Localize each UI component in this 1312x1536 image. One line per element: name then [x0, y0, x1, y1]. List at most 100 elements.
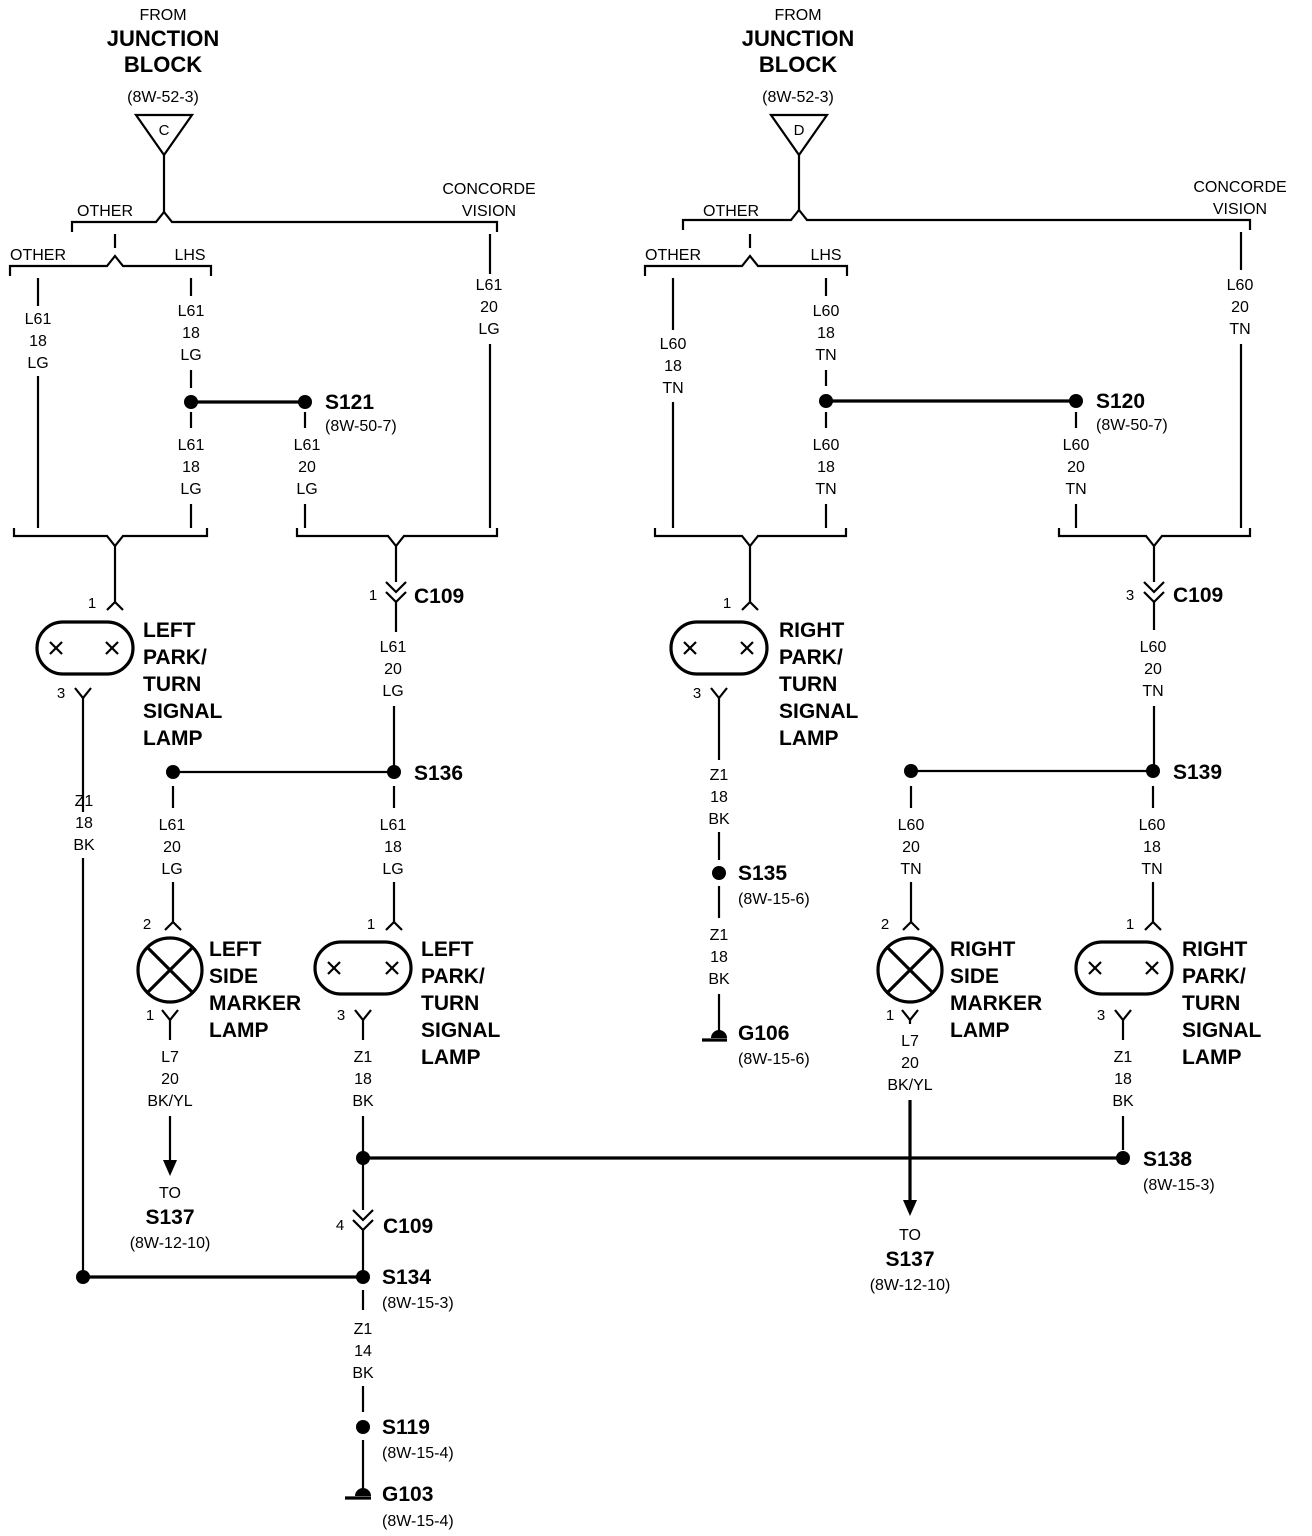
right-junction-ref: (8W-52-3) [762, 89, 834, 106]
right-s135-name: S135 [738, 862, 787, 885]
wire-gauge: 20 [1231, 299, 1249, 316]
wire-circuit: Z1 [354, 1049, 373, 1066]
right-s138-ref: (8W-15-3) [1143, 1177, 1215, 1194]
wire-color: TN [1141, 861, 1162, 878]
lamp-label-line: SIGNAL [143, 700, 223, 723]
wire-gauge: 18 [817, 325, 835, 342]
wire-color: BK [352, 1093, 374, 1110]
wire-circuit: L60 [1063, 437, 1090, 454]
wire-color: TN [1229, 321, 1250, 338]
left-side-pin-bot: 1 [146, 1007, 154, 1024]
right-top-brace [681, 208, 1252, 230]
right-lamp1-filament-b-icon [740, 641, 754, 655]
left-lamp2-pin-bot: 3 [337, 1007, 345, 1024]
right-s138-name: S138 [1143, 1148, 1192, 1171]
right-side-pin-bot: 1 [886, 1007, 894, 1024]
wire-color: LG [161, 861, 182, 878]
left-s121-dot [298, 395, 312, 409]
wire-gauge: 20 [298, 459, 316, 476]
left-brace-other-label: OTHER [77, 203, 133, 220]
wire-gauge: 14 [354, 1343, 372, 1360]
left-side-pin-bot-mark [161, 1009, 179, 1022]
left-c109-top-symbol [385, 581, 407, 604]
wire-circuit: L61 [294, 437, 321, 454]
right-wire-z1-lamp-label: Z1 18 BK [708, 767, 730, 828]
wire-color: BK/YL [887, 1077, 932, 1094]
left-g103-name: G103 [382, 1483, 433, 1506]
lamp-label-line: TURN [779, 673, 837, 696]
wire-gauge: 18 [664, 358, 682, 375]
wire-gauge: 18 [384, 839, 402, 856]
right-brace-other2-label: OTHER [645, 247, 701, 264]
wire-circuit: L61 [25, 311, 52, 328]
right-brace-concorde-label: CONCORDE [1193, 179, 1286, 196]
right-lamp2-pin-top: 1 [1126, 916, 1134, 933]
right-junction-title-line1: JUNCTION [742, 26, 854, 51]
wire-circuit: L7 [901, 1033, 919, 1050]
wire-circuit: L61 [380, 639, 407, 656]
left-lamp1-filament-b-icon [105, 641, 119, 655]
lamp-label-line: LAMP [209, 1019, 269, 1042]
lamp-label-line: LAMP [779, 727, 839, 750]
wire-gauge: 18 [354, 1071, 372, 1088]
right-side-lamp-cross-icon [886, 946, 934, 994]
left-c109-brace [295, 528, 499, 548]
wire-circuit: L60 [1139, 817, 1166, 834]
left-wire-side-top-label: L61 20 LG [159, 817, 186, 878]
lamp-label-line: SIGNAL [421, 1019, 501, 1042]
lamp-label-line: TURN [143, 673, 201, 696]
wire-circuit: L60 [813, 437, 840, 454]
lamp-label-line: LEFT [209, 938, 262, 961]
right-brace-vision-label: VISION [1213, 201, 1267, 218]
right-source-connector-letter: D [794, 122, 805, 139]
lamp-label-line: LAMP [1182, 1046, 1242, 1069]
wire-color: TN [815, 481, 836, 498]
right-c109-top-symbol [1143, 581, 1165, 604]
wire-gauge: 20 [901, 1055, 919, 1072]
right-s120-ref: (8W-50-7) [1096, 417, 1168, 434]
right-to-name: S137 [885, 1248, 934, 1271]
right-lamp2-label: RIGHT PARK/ TURN SIGNAL LAMP [1182, 938, 1262, 1069]
left-side-splice-dot [166, 765, 180, 779]
right-lamp1-label: RIGHT PARK/ TURN SIGNAL LAMP [779, 619, 859, 750]
left-junction-title-line2: BLOCK [124, 52, 202, 77]
lamp-label-line: PARK/ [779, 646, 843, 669]
left-lamp2-filament-a-icon [327, 961, 341, 975]
right-c109-top-pin: 3 [1126, 587, 1134, 604]
wire-gauge: 18 [817, 459, 835, 476]
left-lamp1-pin-bot: 3 [57, 685, 65, 702]
wire-circuit: L60 [898, 817, 925, 834]
right-second-brace [643, 254, 849, 276]
wire-gauge: 18 [182, 459, 200, 476]
right-g106-ref: (8W-15-6) [738, 1051, 810, 1068]
left-c109-bot-symbol [352, 1209, 374, 1232]
wire-circuit: L61 [178, 303, 205, 320]
lamp-label-line: TURN [421, 992, 479, 1015]
right-brace-other-label: OTHER [703, 203, 759, 220]
left-source-connector-triangle [133, 113, 195, 157]
left-wire-s121-label: L61 20 LG [294, 437, 321, 498]
left-lamp1-body [35, 620, 135, 676]
lamp-label-line: MARKER [950, 992, 1042, 1015]
wire-gauge: 20 [384, 661, 402, 678]
wire-color: BK [73, 837, 95, 854]
right-lamp1-pin-bot-mark [710, 687, 728, 700]
right-source-connector-triangle [768, 113, 830, 157]
wire-gauge: 20 [161, 1071, 179, 1088]
right-g106-name: G106 [738, 1022, 789, 1045]
lamp-label-line: LEFT [143, 619, 196, 642]
right-wire-lhs-bot-label: L60 18 TN [813, 437, 840, 498]
left-s119-ref: (8W-15-4) [382, 1445, 454, 1462]
right-from-label: FROM [774, 7, 821, 24]
left-lamp2-body [313, 940, 413, 996]
wire-color: LG [180, 347, 201, 364]
lamp-label-line: PARK/ [421, 965, 485, 988]
left-g103-ground-icon [345, 1488, 371, 1500]
left-junction-ref: (8W-52-3) [127, 89, 199, 106]
left-lamp1-label: LEFT PARK/ TURN SIGNAL LAMP [143, 619, 223, 750]
wire-color: LG [180, 481, 201, 498]
wire-circuit: Z1 [75, 793, 94, 810]
left-side-lamp-label: LEFT SIDE MARKER LAMP [209, 938, 301, 1042]
right-wire-other-label: L60 18 TN [660, 336, 687, 397]
wire-gauge: 18 [29, 333, 47, 350]
